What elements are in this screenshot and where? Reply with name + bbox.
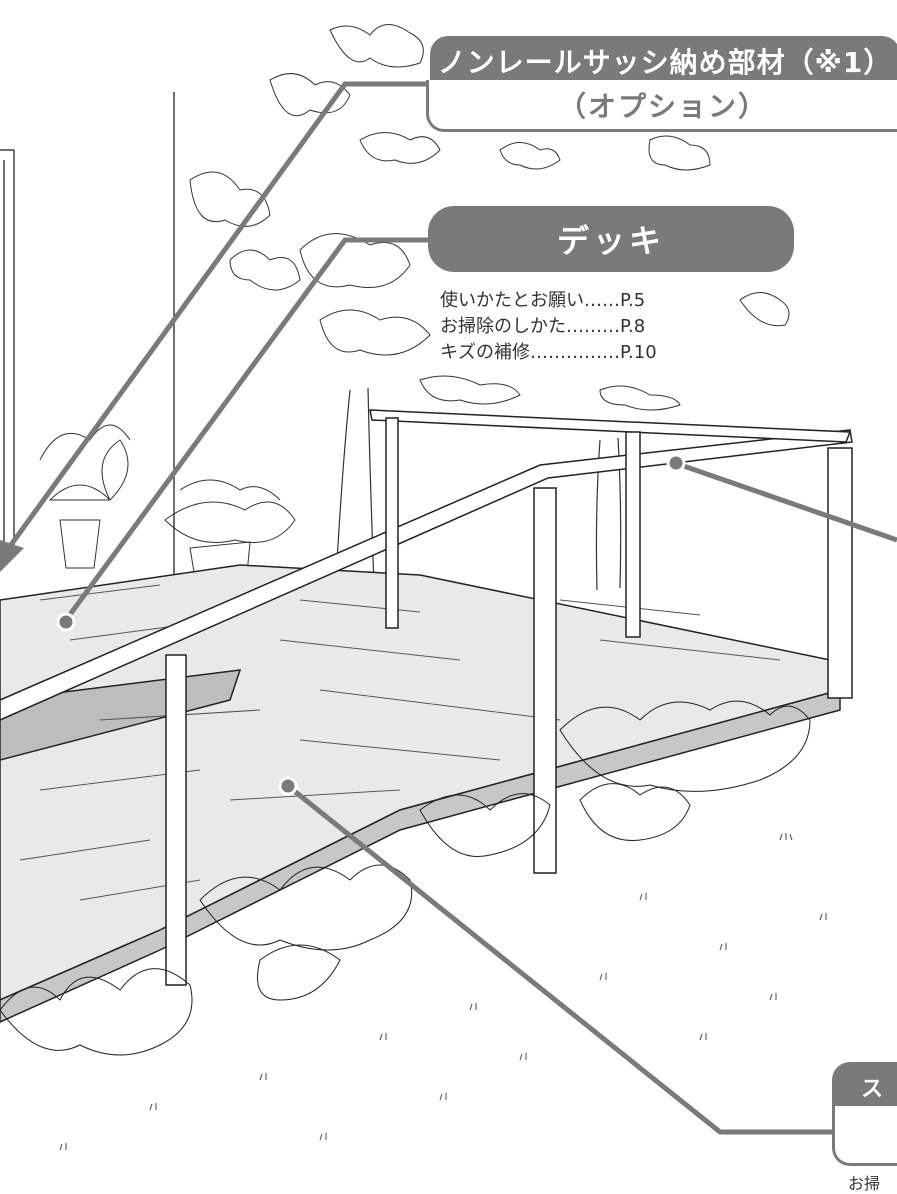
deck-callout-title: デッキ bbox=[428, 206, 794, 272]
third-callout-box bbox=[832, 1106, 897, 1166]
deck-ref-repair: キズの補修……………P.10 bbox=[440, 342, 657, 363]
deck-ref-cleaning: お掃除のしかた………P.8 bbox=[440, 316, 646, 337]
leader-dots bbox=[56, 453, 686, 796]
grass-tufts bbox=[59, 833, 827, 1151]
third-callout-title: ス bbox=[832, 1062, 897, 1112]
option-callout-subtitle: （オプション） bbox=[426, 80, 897, 132]
leader-lines bbox=[0, 81, 897, 1135]
third-callout-text: お掃 bbox=[848, 1174, 881, 1193]
potted-plants bbox=[39, 424, 296, 585]
option-callout-title: ノンレールサッシ納め部材（※1） bbox=[430, 36, 897, 86]
tree-foliage bbox=[189, 24, 790, 411]
deck-ref-usage: 使いかたとお願い……P.5 bbox=[440, 290, 646, 311]
handrail bbox=[0, 409, 853, 986]
arrowhead bbox=[0, 540, 24, 572]
building-wall bbox=[0, 92, 175, 590]
deck-platform bbox=[0, 564, 841, 1023]
deck-reference-list: 使いかたとお願い……P.5 お掃除のしかた………P.8 キズの補修……………P.… bbox=[440, 288, 657, 366]
shrubs bbox=[0, 700, 811, 1056]
